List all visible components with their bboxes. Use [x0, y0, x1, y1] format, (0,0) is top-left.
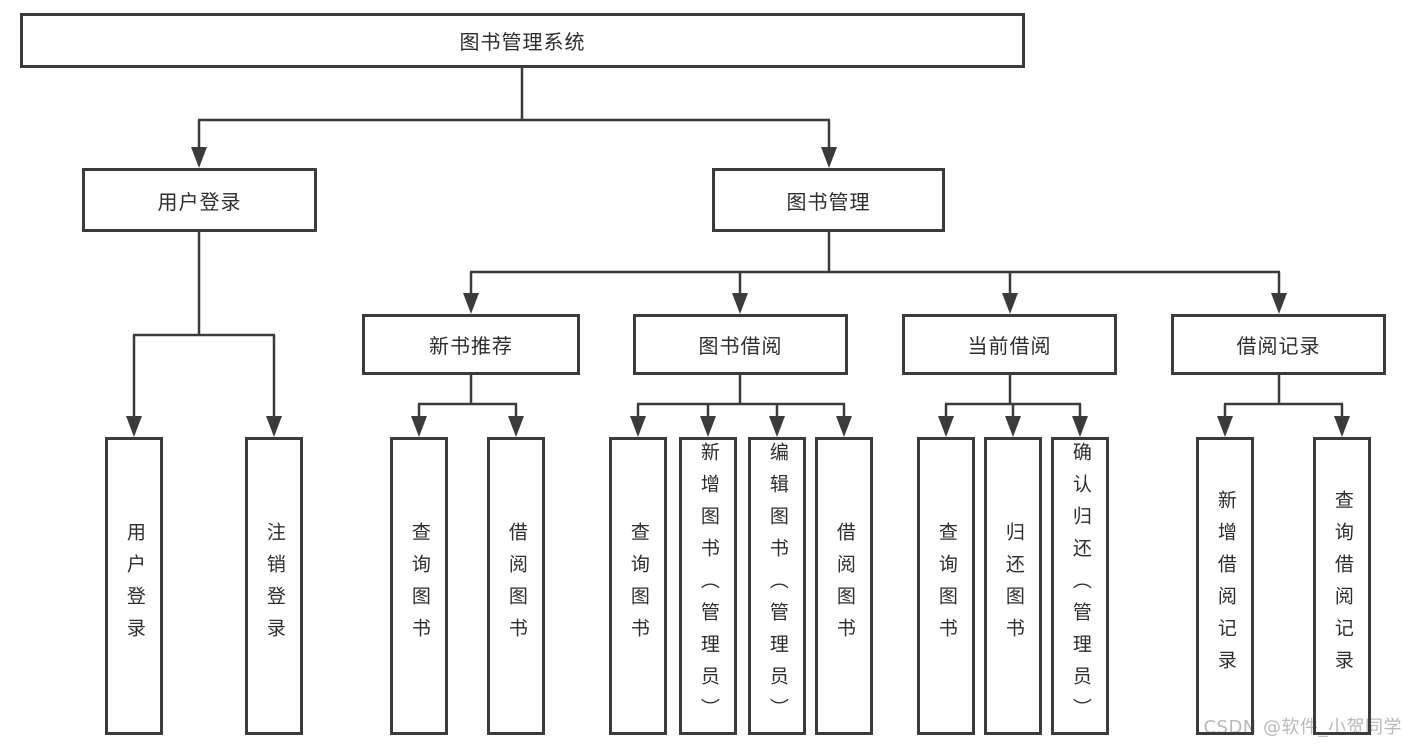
node-leaf-borrow-borrow-label: 借阅图书 [833, 522, 856, 650]
node-leaf-current-return-label: 归还图书 [1002, 522, 1025, 650]
arrow-down-icon [1271, 293, 1287, 314]
arrow-down-icon [1072, 416, 1088, 437]
arrow-down-icon [126, 416, 142, 437]
arrow-down-icon [630, 416, 646, 437]
connector-borrow-record [1223, 374, 1344, 419]
arrow-down-icon [732, 293, 748, 314]
node-user-login-label: 用户登录 [157, 189, 242, 214]
arrow-down-icon [938, 416, 954, 437]
node-leaf-newbook-query: 查询图书 [390, 437, 448, 735]
arrow-down-icon [1002, 293, 1018, 314]
node-leaf-newbook-borrow-label: 借阅图书 [505, 522, 528, 650]
node-leaf-newbook-query-label: 查询图书 [408, 522, 431, 650]
arrow-down-icon [1005, 416, 1021, 437]
node-leaf-current-return: 归还图书 [984, 437, 1042, 735]
connector-book-borrow [636, 374, 846, 419]
node-leaf-borrow-add-label: 新增图书（管理员） [697, 442, 720, 730]
node-leaf-logout-label: 注销登录 [263, 522, 286, 650]
arrow-down-icon [821, 147, 837, 168]
node-root-label: 图书管理系统 [459, 30, 586, 54]
node-leaf-newbook-borrow: 借阅图书 [487, 437, 545, 735]
node-current-borrow-label: 当前借阅 [967, 334, 1052, 358]
node-leaf-current-query-label: 查询图书 [935, 522, 958, 650]
connector-book-mgmt [469, 232, 1281, 296]
connector-user-login [132, 232, 276, 419]
node-borrow-record: 借阅记录 [1171, 314, 1386, 375]
node-root: 图书管理系统 [20, 13, 1025, 68]
node-leaf-borrow-edit: 编辑图书（管理员） [748, 437, 806, 735]
node-leaf-current-query: 查询图书 [917, 437, 975, 735]
node-leaf-user-login-label: 用户登录 [123, 522, 146, 650]
arrow-down-icon [1217, 416, 1233, 437]
node-borrow-record-label: 借阅记录 [1236, 334, 1321, 358]
arrow-down-icon [769, 416, 785, 437]
node-leaf-current-confirm-label: 确认归还（管理员） [1069, 442, 1092, 730]
node-user-login: 用户登录 [82, 168, 317, 232]
node-current-borrow: 当前借阅 [902, 314, 1117, 375]
node-leaf-logout: 注销登录 [245, 437, 303, 735]
arrow-down-icon [700, 416, 716, 437]
arrow-down-icon [836, 416, 852, 437]
arrow-down-icon [266, 416, 282, 437]
connector-new-book-rec [417, 374, 518, 419]
node-book-borrow: 图书借阅 [633, 314, 848, 375]
node-leaf-borrow-borrow: 借阅图书 [815, 437, 873, 735]
connector-root [197, 68, 831, 150]
connector-current-borrow [944, 374, 1082, 419]
node-leaf-borrow-edit-label: 编辑图书（管理员） [766, 442, 789, 730]
arrow-down-icon [463, 293, 479, 314]
node-leaf-record-add-label: 新增借阅记录 [1214, 490, 1237, 682]
node-leaf-record-query-label: 查询借阅记录 [1331, 490, 1354, 682]
node-book-mgmt: 图书管理 [712, 168, 945, 232]
node-leaf-current-confirm: 确认归还（管理员） [1051, 437, 1109, 735]
node-book-borrow-label: 图书借阅 [698, 334, 783, 358]
arrow-down-icon [508, 416, 524, 437]
arrow-down-icon [1334, 416, 1350, 437]
arrow-down-icon [411, 416, 427, 437]
node-leaf-borrow-add: 新增图书（管理员） [679, 437, 737, 735]
node-book-mgmt-label: 图书管理 [786, 189, 871, 214]
node-leaf-borrow-query-label: 查询图书 [627, 522, 650, 650]
node-leaf-record-add: 新增借阅记录 [1196, 437, 1254, 735]
node-leaf-borrow-query: 查询图书 [609, 437, 667, 735]
node-leaf-record-query: 查询借阅记录 [1313, 437, 1371, 735]
node-new-book-rec: 新书推荐 [362, 314, 580, 375]
node-new-book-rec-label: 新书推荐 [429, 334, 513, 358]
node-leaf-user-login: 用户登录 [105, 437, 163, 735]
arrow-down-icon [191, 147, 207, 168]
